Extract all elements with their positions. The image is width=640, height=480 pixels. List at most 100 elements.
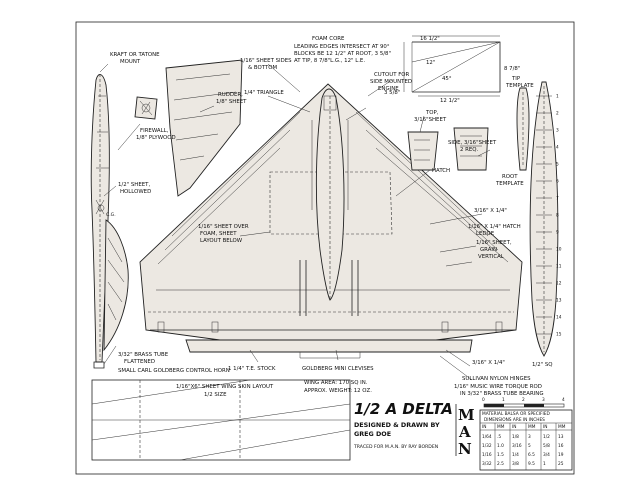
table-cell: 3 (528, 434, 531, 440)
label-designed: DESIGNED & DRAWN BY (354, 421, 440, 429)
label-side-sheet: SIDE, 3/16"SHEET (448, 140, 497, 146)
table-cell: 19 (558, 452, 564, 458)
table-cell: 1/16 (482, 452, 492, 458)
table-col-header: IN (482, 424, 486, 430)
table-cell: 1/64 (482, 434, 492, 440)
dim-12: 12" (426, 60, 435, 66)
leader-lines (99, 63, 491, 381)
label-grain-3: VERTICAL (478, 254, 504, 260)
label-tip-template-2: TEMPLATE (505, 83, 534, 89)
table-cell: 9.5 (528, 461, 535, 467)
label-traced: TRACED FOR M.A.N. BY RAY BORDEN (353, 444, 438, 450)
label-hatch: HATCH (432, 168, 450, 174)
label-grain-2: GRAIN (480, 247, 497, 253)
scale-tick-2: 2 (522, 397, 525, 403)
label-rudder: RUDDER, (218, 92, 243, 98)
label-cutout-2: SIDE MOUNTED (370, 79, 412, 85)
rib-station-number: 1 (556, 94, 559, 100)
table-header-2: DIMENSIONS ARE IN INCHES (484, 417, 545, 423)
table-header-1: MATERIAL BALSA OR SPECIFIED (482, 411, 550, 417)
table-cell: 1.0 (497, 443, 504, 449)
foam-core-template (403, 35, 501, 97)
table-cell: 6.5 (528, 452, 535, 458)
dim-3-5-8: 3 5/8" (384, 90, 400, 96)
label-foam-core: FOAM CORE (312, 36, 345, 42)
label-spar-2: 3/16" X 1/4" (472, 360, 505, 366)
table-cell: 3/8 (512, 461, 519, 467)
side-sheet-part (453, 127, 489, 171)
table-col-header: IN (512, 424, 516, 430)
hatch-outline (269, 171, 393, 235)
rib-station-number: 10 (556, 247, 562, 253)
svg-text:M: M (458, 406, 475, 424)
label-kraft-mount: KRAFT OR TATONE (110, 52, 160, 58)
scale-tick-3: 3 (542, 397, 545, 403)
table-cell: 3/4 (543, 452, 550, 458)
plan-title: 1/2 A DELTA (354, 400, 453, 418)
label-rudder-2: 1/8" SHEET (216, 99, 247, 105)
label-top-sheet: TOP, (425, 110, 439, 116)
label-hatch-ledge-2: LEDGE (476, 231, 495, 237)
label-wing-area: WING AREA: 170 SQ IN. (304, 380, 368, 386)
rib-station-number: 3 (556, 128, 559, 134)
svg-text:N: N (458, 440, 472, 458)
rib-station-number: 9 (556, 230, 559, 236)
label-root-template-2: TEMPLATE (495, 181, 524, 187)
table-cell: 1/32 (482, 443, 492, 449)
label-weight: APPROX. WEIGHT: 12 OZ. (304, 388, 372, 394)
label-spar: 3/16" X 1/4" (474, 208, 507, 214)
table-cell: 1/4 (512, 452, 519, 458)
top-sheet-part (407, 131, 439, 171)
tip-template (516, 87, 530, 171)
rib-station-number: 2 (556, 111, 559, 117)
table-cell: .5 (497, 434, 501, 440)
label-firewall: FIREWALL, (140, 128, 169, 134)
label-cg: C.G. (106, 212, 116, 218)
table-cell: 3/32 (482, 461, 492, 467)
dim-16-half: 16 1/2" (420, 36, 440, 42)
dim-45: 45° (442, 76, 452, 82)
scale-tick-1: 1 (502, 397, 505, 403)
label-sheet-sides-2: & BOTTOM (248, 65, 277, 71)
table-cell: 16 (558, 443, 564, 449)
rib-station-number: 15 (556, 332, 562, 338)
label-hinges: SULLIVAN NYLON HINGES (462, 376, 531, 382)
label-skin-layout: 1/16"X6" SHEET WING SKIN LAYOUT (176, 384, 274, 390)
rib-station-number: 8 (556, 213, 559, 219)
label-kraft-mount-2: MOUNT (120, 59, 141, 65)
rib-station-number: 7 (556, 196, 559, 202)
label-brass-tube: 3/32" BRASS TUBE (118, 352, 169, 358)
material-table: MATERIAL BALSA OR SPECIFIED DIMENSIONS A… (479, 409, 573, 471)
label-torque-2: IN 3/32" BRASS TUBE BEARING (460, 391, 544, 397)
label-side-sheet-2: 2 REQ. (460, 147, 479, 153)
table-cell: 1/8 (512, 434, 519, 440)
table-col-header: MM (497, 424, 505, 430)
rib-station-number: 13 (556, 298, 562, 304)
label-designer: GREG DOE (354, 430, 391, 438)
fuselage-side-view (90, 74, 129, 369)
rib-station-number: 5 (556, 162, 559, 168)
label-te-stock: 1 1/4" T.E. STOCK (228, 366, 276, 372)
svg-text:A: A (458, 423, 471, 441)
label-clevises: GOLDBERG MINI CLEVISES (302, 366, 374, 372)
label-root-template: ROOT (502, 174, 518, 180)
label-scale-bottom: 1/2" SQ (532, 362, 553, 368)
label-grain: 1/16" SHEET, (476, 240, 512, 246)
label-sheet-sides: 1/16" SHEET SIDES (240, 58, 292, 64)
rib-station-number: 14 (556, 315, 562, 321)
label-cutout-3: ENGINE (378, 86, 399, 92)
table-cell: 5/8 (543, 443, 550, 449)
label-skin-layout-2: 1/2 SIZE (204, 392, 227, 398)
rib-station-number: 6 (556, 179, 559, 185)
label-control-horn: SMALL CARL GOLDBERG CONTROL HORN (118, 368, 230, 374)
label-brass-tube-2: FLATTENED (124, 359, 155, 365)
label-firewall-2: 1/8" PLYWOOD (136, 135, 176, 141)
label-tip-template: TIP (511, 76, 521, 82)
label-foam-note-2: BLOCKS BE 12 1/2" AT ROOT, 3 5/8" (294, 51, 391, 57)
rib-station-number: 11 (556, 264, 562, 270)
scale-tick-4: 4 (562, 397, 565, 403)
table-cell: 25 (558, 461, 564, 467)
table-cell: 1 (543, 461, 546, 467)
label-foam-note-1: LEADING EDGES INTERSECT AT 90° (294, 44, 390, 50)
label-over-foam-2: FOAM, SHEET (200, 231, 237, 237)
